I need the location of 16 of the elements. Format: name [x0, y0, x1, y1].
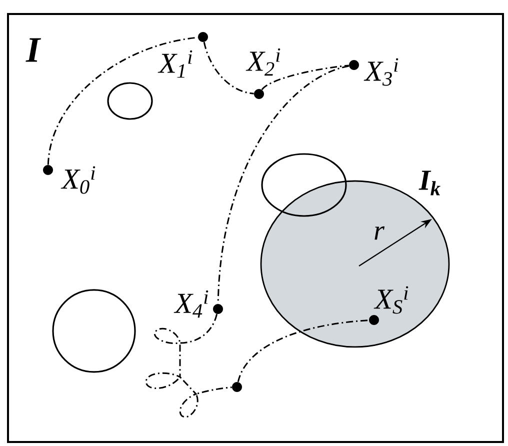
point-label: X$_{1}$i — [158, 50, 192, 78]
point-label: X$_{2}$i — [246, 48, 280, 76]
point-label: X$_{3}$i — [364, 58, 398, 86]
dash-dot-path — [217, 65, 350, 304]
point-label: X$_{0}$i — [60, 166, 96, 194]
point-label: X$_{S}$i — [374, 286, 408, 314]
dash-dot-path — [203, 42, 254, 94]
empty-ellipse — [261, 153, 347, 217]
empty-circle — [52, 289, 136, 373]
point-dot — [232, 382, 242, 392]
dash-dot-path — [47, 36, 198, 165]
dash-dot-path — [237, 320, 369, 382]
dash-dot-path — [145, 314, 232, 418]
empty-ellipse — [107, 82, 153, 120]
dash-dot-path — [261, 64, 349, 90]
point-label: X$_{4}$i — [174, 290, 208, 318]
